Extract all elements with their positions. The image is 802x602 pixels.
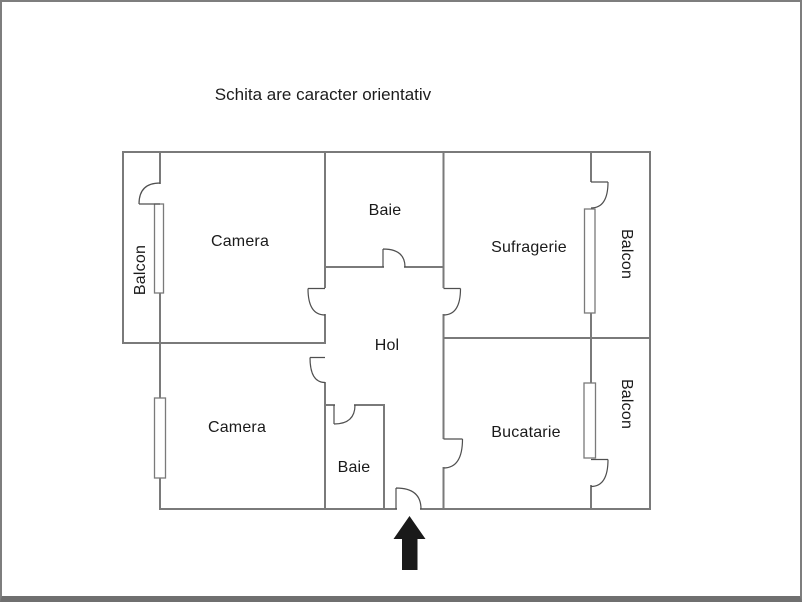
balcony-left-outer-wall — [122, 151, 326, 344]
door-entrance — [395, 487, 422, 510]
room-label-baie-lower: Baie — [337, 459, 371, 476]
door-balcony-sufragerie — [590, 181, 609, 209]
plan-title: Schita are caracter orientativ — [214, 85, 432, 104]
door-balcony-bucatarie — [590, 458, 609, 488]
door-sufragerie — [443, 287, 462, 316]
door-bucatarie — [443, 438, 464, 469]
door-baie-upper — [382, 248, 406, 268]
window-bucatarie — [583, 382, 597, 459]
outer-wall-bottom-left — [159, 477, 397, 510]
room-label-baie-upper: Baie — [368, 202, 402, 219]
room-label-balcon-top-right: Balcon — [618, 228, 635, 280]
walls — [122, 151, 651, 510]
room-label-balcon-left: Balcon — [132, 244, 149, 296]
window-camera-upper — [153, 203, 165, 294]
door-camera-upper — [307, 287, 326, 316]
room-label-hol: Hol — [374, 337, 400, 354]
room-label-camera-upper: Camera — [210, 233, 270, 250]
room-label-sufragerie: Sufragerie — [491, 239, 567, 256]
outer-wall-top-right-bottom — [122, 151, 651, 510]
door-balcony-left — [138, 182, 161, 205]
door-camera-lower — [309, 356, 326, 384]
window-camera-lower — [153, 397, 167, 479]
doors — [138, 181, 609, 510]
wall-baie-lower — [324, 404, 385, 510]
room-label-camera-lower: Camera — [207, 419, 267, 436]
room-label-balcon-bottom-right: Balcon — [618, 378, 635, 430]
window-sufragerie — [583, 208, 596, 314]
entrance-arrow-icon — [393, 516, 426, 570]
door-baie-lower — [333, 404, 356, 425]
room-label-bucatarie: Bucatarie — [491, 424, 561, 441]
